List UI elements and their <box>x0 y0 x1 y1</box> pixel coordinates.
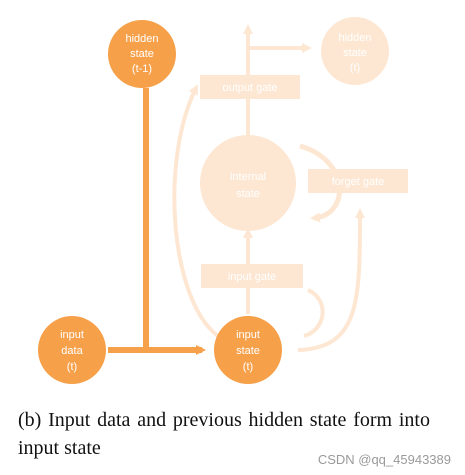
input-gate-label: input gate <box>228 271 276 283</box>
internal-state-circle <box>200 135 296 231</box>
lstm-diagram: output gate forget gate input gate inter… <box>38 17 408 384</box>
input-state-circle <box>214 316 282 384</box>
hidden-prev-line-2: state <box>130 48 154 60</box>
hidden-current-line-1: hidden <box>338 32 371 44</box>
node-hidden-prev: hidden state (t-1) <box>108 20 176 88</box>
input-data-circle <box>38 316 106 384</box>
output-gate-box <box>200 75 300 99</box>
input-state-line-3: (t) <box>243 361 253 373</box>
hidden-current-circle <box>321 17 389 85</box>
input-gate-box <box>201 264 303 288</box>
input-data-line-2: data <box>61 345 83 357</box>
hidden-prev-line-3: (t-1) <box>132 63 152 75</box>
hidden-current-line-3: (t) <box>350 62 360 74</box>
gate-forget: forget gate <box>308 169 408 193</box>
hidden-prev-line-1: hidden <box>125 33 158 45</box>
internal-state-line-2: state <box>236 188 260 200</box>
gate-input: input gate <box>201 264 303 288</box>
node-input-state: input state (t) <box>214 316 282 384</box>
forget-gate-label: forget gate <box>332 176 385 188</box>
active-connections <box>108 88 206 355</box>
node-internal-state: internal state <box>200 135 296 231</box>
hidden-current-line-2: state <box>343 47 367 59</box>
forget-gate-box <box>308 169 408 193</box>
hidden-prev-circle <box>108 20 176 88</box>
node-input-data: input data (t) <box>38 316 106 384</box>
figure-caption: (b) Input data and previous hidden state… <box>18 409 430 459</box>
watermark: CSDN @qq_45943389 <box>317 452 451 467</box>
input-data-line-3: (t) <box>67 361 77 373</box>
internal-state-line-1: internal <box>230 171 266 183</box>
input-data-line-1: input <box>60 329 84 341</box>
node-hidden-current: hidden state (t) <box>321 17 389 85</box>
input-state-line-1: input <box>236 329 260 341</box>
gate-output: output gate <box>200 75 300 99</box>
input-state-to-forget-curve <box>297 208 365 352</box>
input-state-line-2: state <box>236 345 260 357</box>
left-loop-curve <box>172 84 220 338</box>
input-gate-loop-curve <box>303 288 325 338</box>
output-gate-label: output gate <box>222 82 277 94</box>
